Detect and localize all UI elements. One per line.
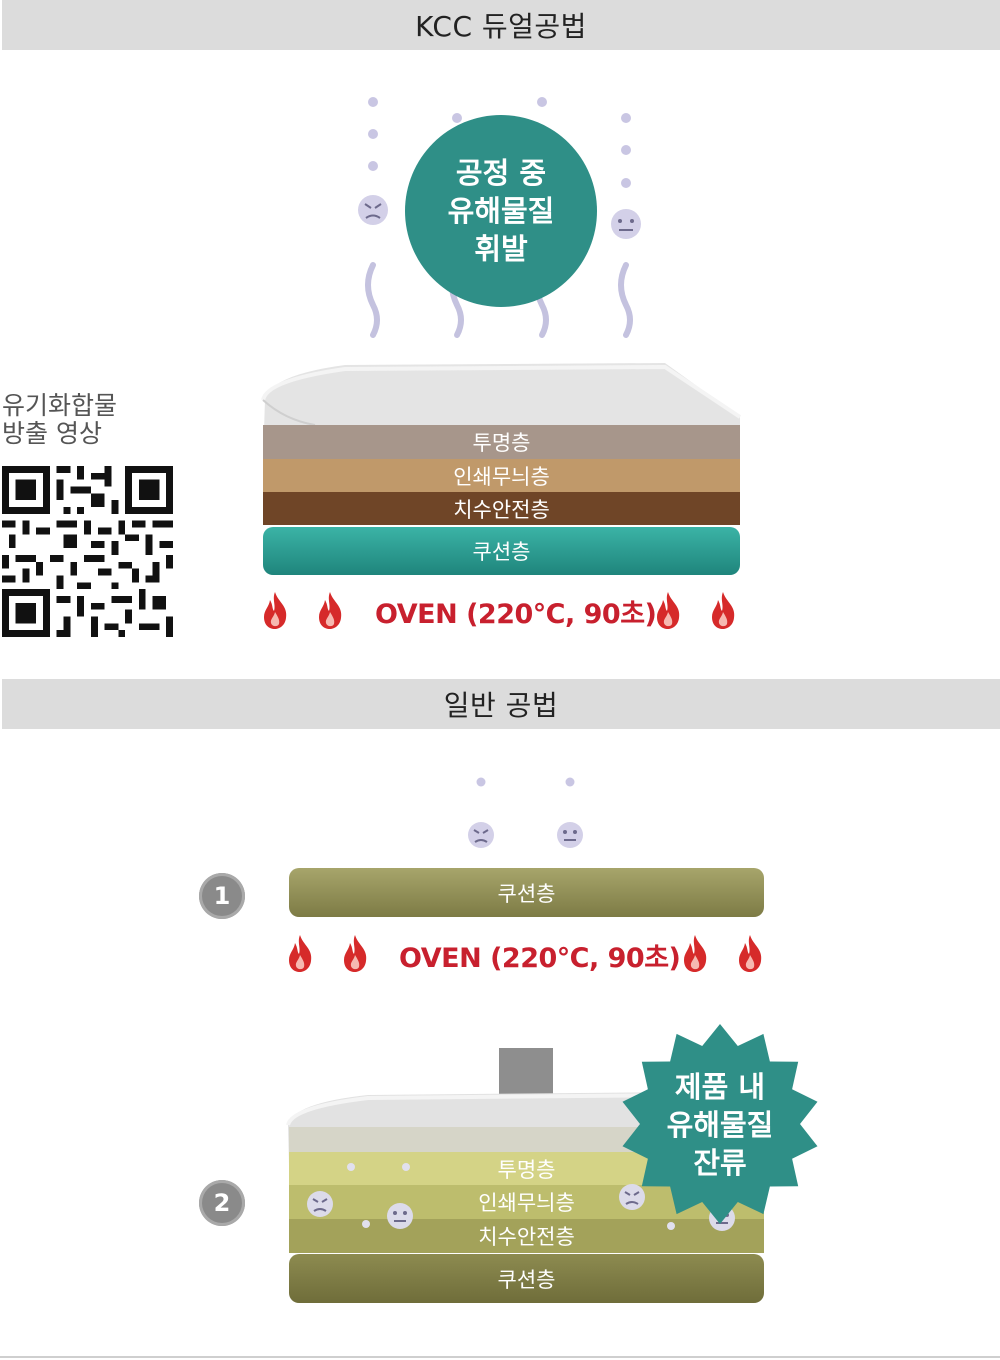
general-vapor-graphics — [468, 777, 583, 848]
general-print-layer-label: 인쇄무늬층 — [478, 1191, 575, 1215]
kcc-print-layer-label: 인쇄무늬층 — [453, 464, 550, 489]
general-stable-layer-label: 치수안전층 — [478, 1225, 575, 1249]
general-section-header: 일반 공법 — [2, 679, 1000, 729]
flame-icon — [712, 592, 735, 629]
kcc-print-layer: 인쇄무늬층 — [263, 459, 740, 492]
neutral-particle-icon — [557, 822, 583, 848]
qr-label-line-1: 유기화합물 — [2, 391, 118, 420]
qr-code-icon[interactable] — [2, 466, 173, 637]
general-oven-label: OVEN (220℃, 90초) — [399, 943, 681, 974]
kcc-stable-layer-label: 치수안전층 — [453, 497, 550, 522]
angry-particle-icon — [619, 1184, 645, 1210]
angry-particle-icon — [307, 1191, 333, 1217]
neutral-particle-icon — [387, 1203, 413, 1229]
burst-line-1: 제품 내 — [674, 1070, 766, 1104]
kcc-vapor-graphics — [358, 97, 641, 338]
step-2-badge: 2 — [199, 1180, 245, 1226]
general-section-title: 일반 공법 — [443, 689, 559, 722]
flame-icon — [344, 935, 367, 972]
bottom-divider — [0, 1356, 1000, 1358]
residue-starburst — [622, 1024, 818, 1224]
residue-callout: 제품 내 유해물질 잔류 — [630, 1068, 810, 1182]
flame-icon — [289, 935, 312, 972]
neutral-particle-icon — [611, 209, 641, 239]
general-step1-cushion-label: 쿠션층 — [497, 881, 556, 906]
general-clear-layer-label: 투명층 — [497, 1157, 556, 1182]
kcc-oven-label: OVEN (220℃, 90초) — [375, 599, 657, 630]
kcc-clear-layer-label: 투명층 — [472, 431, 531, 455]
vapor-dots — [368, 97, 631, 188]
general-cushion-layer-label: 쿠션층 — [497, 1267, 556, 1292]
flame-icon — [684, 935, 707, 972]
kcc-section-header: KCC 듀얼공법 — [2, 0, 1000, 50]
kcc-stable-layer: 치수안전층 — [263, 492, 740, 525]
qr-label-line-2: 방출 영상 — [2, 419, 102, 448]
kcc-cushion-layer: 쿠션층 — [263, 527, 740, 575]
general-step1-cushion-layer: 쿠션층 — [289, 868, 764, 917]
angry-particle-icon — [468, 822, 494, 848]
flame-icon — [264, 592, 287, 629]
flame-icon — [319, 592, 342, 629]
flame-icon — [739, 935, 762, 972]
bubble-line-2: 유해물질 — [447, 194, 555, 228]
step-1-badge: 1 — [199, 873, 245, 919]
general-cushion-layer: 쿠션층 — [289, 1254, 764, 1303]
burst-line-3: 잔류 — [693, 1146, 747, 1180]
kcc-section-title: KCC 듀얼공법 — [415, 10, 587, 43]
angry-particle-icon — [358, 195, 388, 225]
bubble-line-1: 공정 중 — [455, 156, 547, 190]
kcc-cushion-layer-label: 쿠션층 — [472, 540, 531, 564]
qr-label: 유기화합물 방출 영상 — [2, 392, 117, 448]
volatilization-bubble: 공정 중 유해물질 휘발 — [405, 115, 597, 307]
kcc-clear-layer: 투명층 — [263, 425, 740, 459]
flame-icon — [657, 592, 680, 629]
bubble-line-3: 휘발 — [474, 232, 528, 266]
burst-line-2: 유해물질 — [666, 1108, 774, 1142]
